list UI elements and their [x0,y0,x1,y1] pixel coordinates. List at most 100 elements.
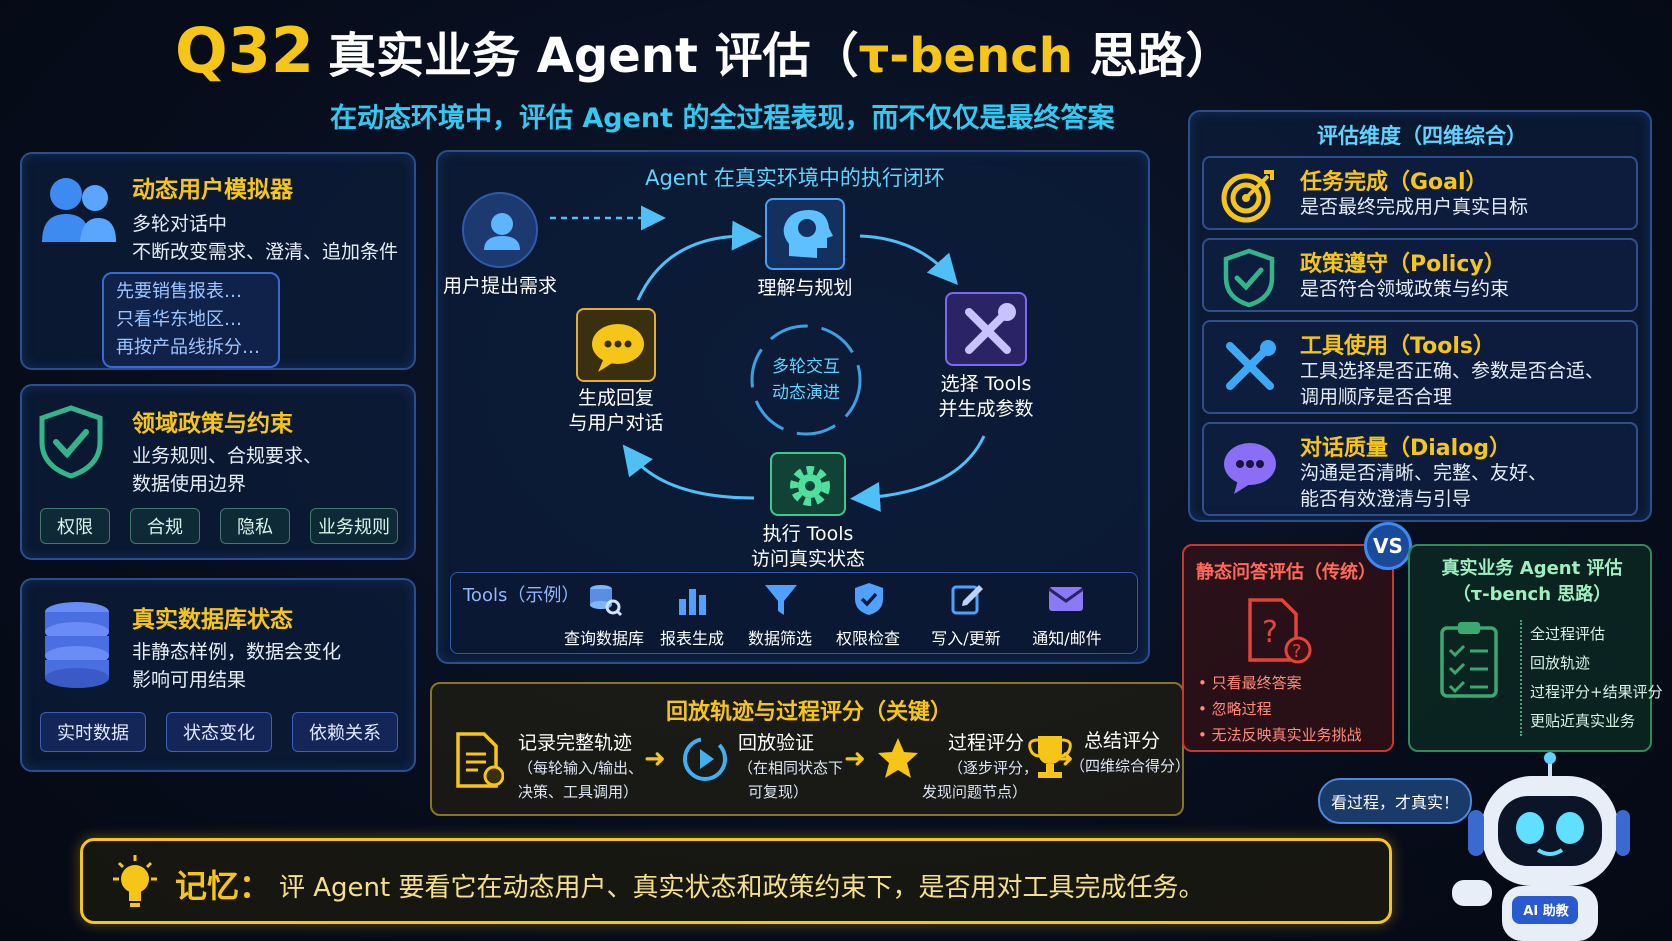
mail-icon [1048,587,1084,611]
reply-label: 生成回复 与用户对话 [546,386,686,436]
replay-title: 回放轨迹与过程评分（关键） [665,700,952,725]
policy-chip-business-rules: 业务规则 [310,508,398,544]
domain-policy-line1: 业务规则、合规要求、 [132,445,323,467]
real-eval-title-line1: 真实业务 Agent 评估 [1441,558,1623,579]
reply-node [576,308,656,382]
step-replay-title: 回放验证 [738,732,815,754]
database-state-panel: 真实数据库状态 非静态样例，数据会变化 影响可用结果 实时数据 状态变化 依赖关… [20,578,416,772]
shield-check-icon [39,405,103,479]
gear-icon [790,466,830,506]
step-score: 过程评分 （逐步评分， 发现问题节点） [922,728,1038,803]
step-record-title: 记录完整轨迹 [518,732,633,754]
dimension-goal-title: 任务完成（Goal） [1300,170,1488,195]
real-eval-list: 全过程评估 回放轨迹 过程评分+结果评分 更贴近真实业务 [1520,620,1663,736]
real-eval-item: 回放轨迹 [1530,654,1591,672]
wrench-screwdriver-icon [965,303,1016,354]
execution-loop-title: Agent 在真实环境中的执行闭环 [645,166,945,190]
policy-chip-privacy: 隐私 [220,508,290,544]
dimension-policy-card: 政策遵守（Policy） 是否符合领域政策与约束 [1202,238,1638,312]
step-summary-detail1: （四维综合得分） [1070,757,1191,775]
execute-tools-node [770,452,846,516]
tool-filter: 数据筛选 [747,629,812,648]
center-loop-label: 多轮交互 动态演进 [752,354,860,406]
document-question-icon: ? ? [1248,598,1312,664]
user-simulator-panel: 动态用户模拟器 多轮对话中 不断改变需求、澄清、追加条件 先要销售报表… 只看华… [20,152,416,370]
database-icon [45,602,109,688]
user-speech-bubble: 先要销售报表… 只看华东地区… 再按产品线拆分… [102,272,280,368]
database-search-icon [590,585,623,617]
reply-line2: 与用户对话 [568,412,664,434]
db-chip-state-change: 状态变化 [166,712,272,752]
user-request-node [462,192,538,268]
user-request-label: 用户提出需求 [442,275,557,297]
policy-chip-permission: 权限 [40,508,110,544]
dimension-dialog-title: 对话质量（Dialog） [1300,436,1512,461]
step-replay-detail2: 可复现） [748,783,809,801]
dimension-policy-line1: 是否符合领域政策与约束 [1300,278,1510,300]
static-eval-title: 静态问答评估（传统） [1196,562,1376,583]
step-score-detail1: （逐步评分， [948,759,1039,777]
chat-bubble-icon [592,324,644,372]
select-tools-line2: 并生成参数 [938,398,1034,420]
domain-policy-line2: 数据使用边界 [132,473,247,495]
dimension-tools-line2: 调用顺序是否合理 [1300,386,1453,408]
reply-line1: 生成回复 [577,387,654,409]
tool-report: 报表生成 [659,629,724,648]
tool-permission: 权限检查 [835,629,900,648]
arrow-right-icon: ➜ [644,744,666,774]
step-score-title: 过程评分 [948,732,1025,754]
tools-strip: Tools（示例） 查询数据库 报表生成 数据筛选 权限检查 写入/更新 [450,572,1138,654]
user-simulator-line1: 多轮对话中 [132,213,228,235]
star-icon [878,738,918,778]
static-eval-panel: 静态问答评估（传统） ? ? • 只看最终答案 • 忽略过程 • 无法反映真实业… [1182,544,1394,752]
db-chip-dependency: 依赖关系 [292,712,398,752]
dimensions-title: 评估维度（四维综合） [1317,124,1527,148]
step-score-detail2: 发现问题节点） [922,783,1028,801]
trophy-icon [1028,736,1072,778]
filter-icon [765,585,797,615]
page-subtitle: 在动态环境中，评估 Agent 的全过程表现，而不仅仅是最终答案 [330,103,1115,134]
dimension-dialog-card: 对话质量（Dialog） 沟通是否清晰、完整、友好、 能否有效澄清与引导 [1202,422,1638,516]
bubble-line: 只看华东地区… [116,309,242,330]
center-loop-line2: 动态演进 [772,383,840,403]
plan-label: 理解与规划 [757,277,853,299]
memo-bar: 记忆： 评 Agent 要看它在动态用户、真实状态和政策约束下，是否用对工具完成… [80,838,1392,924]
chat-bubble-icon [1224,443,1276,494]
domain-policy-panel: 领域政策与约束 业务规则、合规要求、 数据使用边界 权限 合规 隐私 业务规则 [20,384,416,560]
title-highlight: τ-bench [858,28,1073,84]
tools-strip-label: Tools（示例） [463,585,580,606]
static-eval-list: • 只看最终答案 • 忽略过程 • 无法反映真实业务挑战 [1198,670,1362,748]
user-simulator-line2: 不断改变需求、澄清、追加条件 [132,241,399,263]
question-number: Q32 [175,14,314,87]
replay-icon [683,737,727,781]
real-eval-title-line2: （τ-bench 思路） [1452,584,1612,605]
step-record-detail1: （每轮输入/输出、 [518,759,644,777]
tool-notify: 通知/邮件 [1032,629,1102,648]
step-summary: 总结评分 （四维综合得分） [1070,726,1190,779]
svg-text:?: ? [1292,641,1302,662]
execution-loop-panel: Agent 在真实环境中的执行闭环 用户提出需求 理解与规划 [436,150,1150,664]
step-record-detail2: 决策、工具调用） [518,783,639,801]
select-tools-node [945,292,1027,366]
execute-tools-line2: 访问真实状态 [750,548,865,570]
execute-tools-label: 执行 Tools 访问真实状态 [728,522,888,572]
vs-badge: VS [1364,522,1412,570]
robot-mascot-icon [1452,752,1630,941]
step-replay-detail1: （在相同状态下 [738,759,844,777]
tool-write: 写入/更新 [931,629,1001,648]
real-eval-title: 真实业务 Agent 评估 （τ-bench 思路） [1410,556,1654,608]
arrow-right-icon: ➜ [844,744,866,774]
robot-badge: AI 助教 [1523,904,1569,919]
real-eval-item: 过程评分+结果评分 [1530,683,1663,701]
real-eval-item: 更贴近真实业务 [1530,712,1636,730]
user-icon [484,213,520,250]
tool-query-db: 查询数据库 [563,629,644,648]
center-loop-line1: 多轮交互 [772,357,840,377]
loop-arrows [550,205,986,512]
lightbulb-icon [113,855,157,907]
dimension-dialog-line2: 能否有效澄清与引导 [1300,488,1472,510]
svg-text:?: ? [1262,615,1278,650]
dimension-tools-card: 工具使用（Tools） 工具选择是否正确、参数是否合适、 调用顺序是否合理 [1202,320,1638,414]
database-state-line1: 非静态样例，数据会变化 [132,641,342,663]
dimension-dialog-line1: 沟通是否清晰、完整、友好、 [1300,462,1548,484]
